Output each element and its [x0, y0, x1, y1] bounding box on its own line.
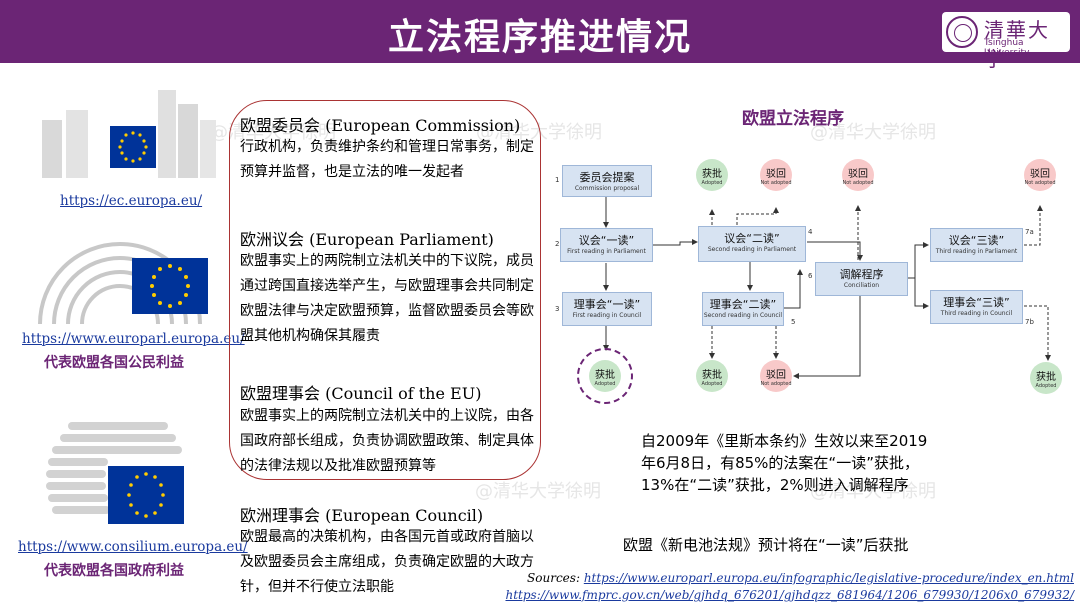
sources: Sources: https://www.europarl.europa.eu/… [505, 570, 1074, 604]
commission-desc: 行政机构，负责维护条约和管理日常事务，制定预算并监督，也是立法的唯一发起者 [240, 139, 534, 180]
watermark: @清华大学徐明 [810, 122, 936, 143]
council-second-reading-box: 理事会“二读”Second reading in Council [702, 292, 784, 326]
logo-en-text: Tsinghua University [984, 38, 1030, 58]
statistics-text: 自2009年《里斯本条约》生效以来至2019 年6月8日，有85%的法案在“一读… [641, 432, 928, 494]
parliament-link[interactable]: https://www.europarl.europa.eu/ [22, 331, 245, 347]
source-link[interactable]: https://www.fmprc.gov.cn/web/gjhdq_67620… [505, 588, 1074, 602]
commission-link[interactable]: https://ec.europa.eu/ [60, 193, 203, 209]
council-label: 代表欧盟各国政府利益 [44, 563, 184, 579]
council-link[interactable]: https://www.consilium.europa.eu/ [18, 539, 248, 555]
parliament-first-reading-box: 议会“一读”First reading in Parliament [560, 228, 653, 262]
council-third-reading-box: 理事会“三读”Third reading in Council [930, 290, 1023, 324]
parliament-label: 代表欧盟各国公民利益 [44, 355, 184, 371]
council-eu-desc: 欧盟事实上的两院制立法机关中的上议院，由各国政府部长组成，负责协调欧盟政策、制定… [240, 408, 534, 474]
step-number: 7b [1025, 318, 1034, 326]
header-bar: 立法程序推进情况 清華大学 Tsinghua University [0, 0, 1080, 71]
flow-title: 欧盟立法程序 [742, 109, 844, 129]
step-number: 3 [555, 305, 560, 313]
tsinghua-logo: 清華大学 Tsinghua University [942, 12, 1070, 71]
watermark: @清华大学徐明 [475, 481, 601, 502]
logo-cn-text: 清華大学 [984, 18, 1050, 71]
commission-building-image [42, 90, 216, 178]
step-number: 4 [808, 228, 813, 236]
european-council-heading: 欧洲理事会 (European Council) [240, 506, 484, 525]
source-link[interactable]: https://www.europarl.europa.eu/infograph… [583, 571, 1074, 585]
first-reading-highlight [577, 348, 633, 404]
parliament-heading: 欧洲议会 (European Parliament) [240, 230, 494, 249]
step-number: 5 [791, 318, 796, 326]
battery-regulation-note: 欧盟《新电池法规》预计将在“一读”后获批 [623, 536, 909, 554]
step-number: 6 [808, 272, 813, 280]
step-number: 2 [555, 240, 560, 248]
council-first-reading-box: 理事会“一读”First reading in Council [562, 292, 652, 326]
parliament-second-reading-box: 议会“二读”Second reading in Parliament [698, 226, 806, 262]
parliament-hemicycle-image [38, 242, 208, 325]
page-title: 立法程序推进情况 [387, 17, 692, 58]
commission-heading: 欧盟委员会 (European Commission) [240, 116, 521, 135]
parliament-third-reading-box: 议会“三读”Third reading in Parliament [930, 228, 1023, 262]
council-eu-heading: 欧盟理事会 (Council of the EU) [240, 384, 482, 403]
european-council-desc: 欧盟最高的决策机构，由各国元首或政府首脑以及欧盟委员会主席组成，负责确定欧盟的大… [240, 529, 534, 595]
watermark: @清华大学徐明 [810, 481, 936, 502]
step-number: 7a [1025, 228, 1034, 236]
parliament-desc: 欧盟事实上的两院制立法机关中的下议院，成员通过跨国直接选举产生，与欧盟理事会共同… [240, 253, 534, 344]
institutions-frame [229, 100, 541, 480]
step-number: 1 [555, 176, 560, 184]
council-logo-image [46, 422, 184, 524]
seal-icon [946, 16, 978, 48]
sources-label: Sources: [527, 571, 580, 585]
